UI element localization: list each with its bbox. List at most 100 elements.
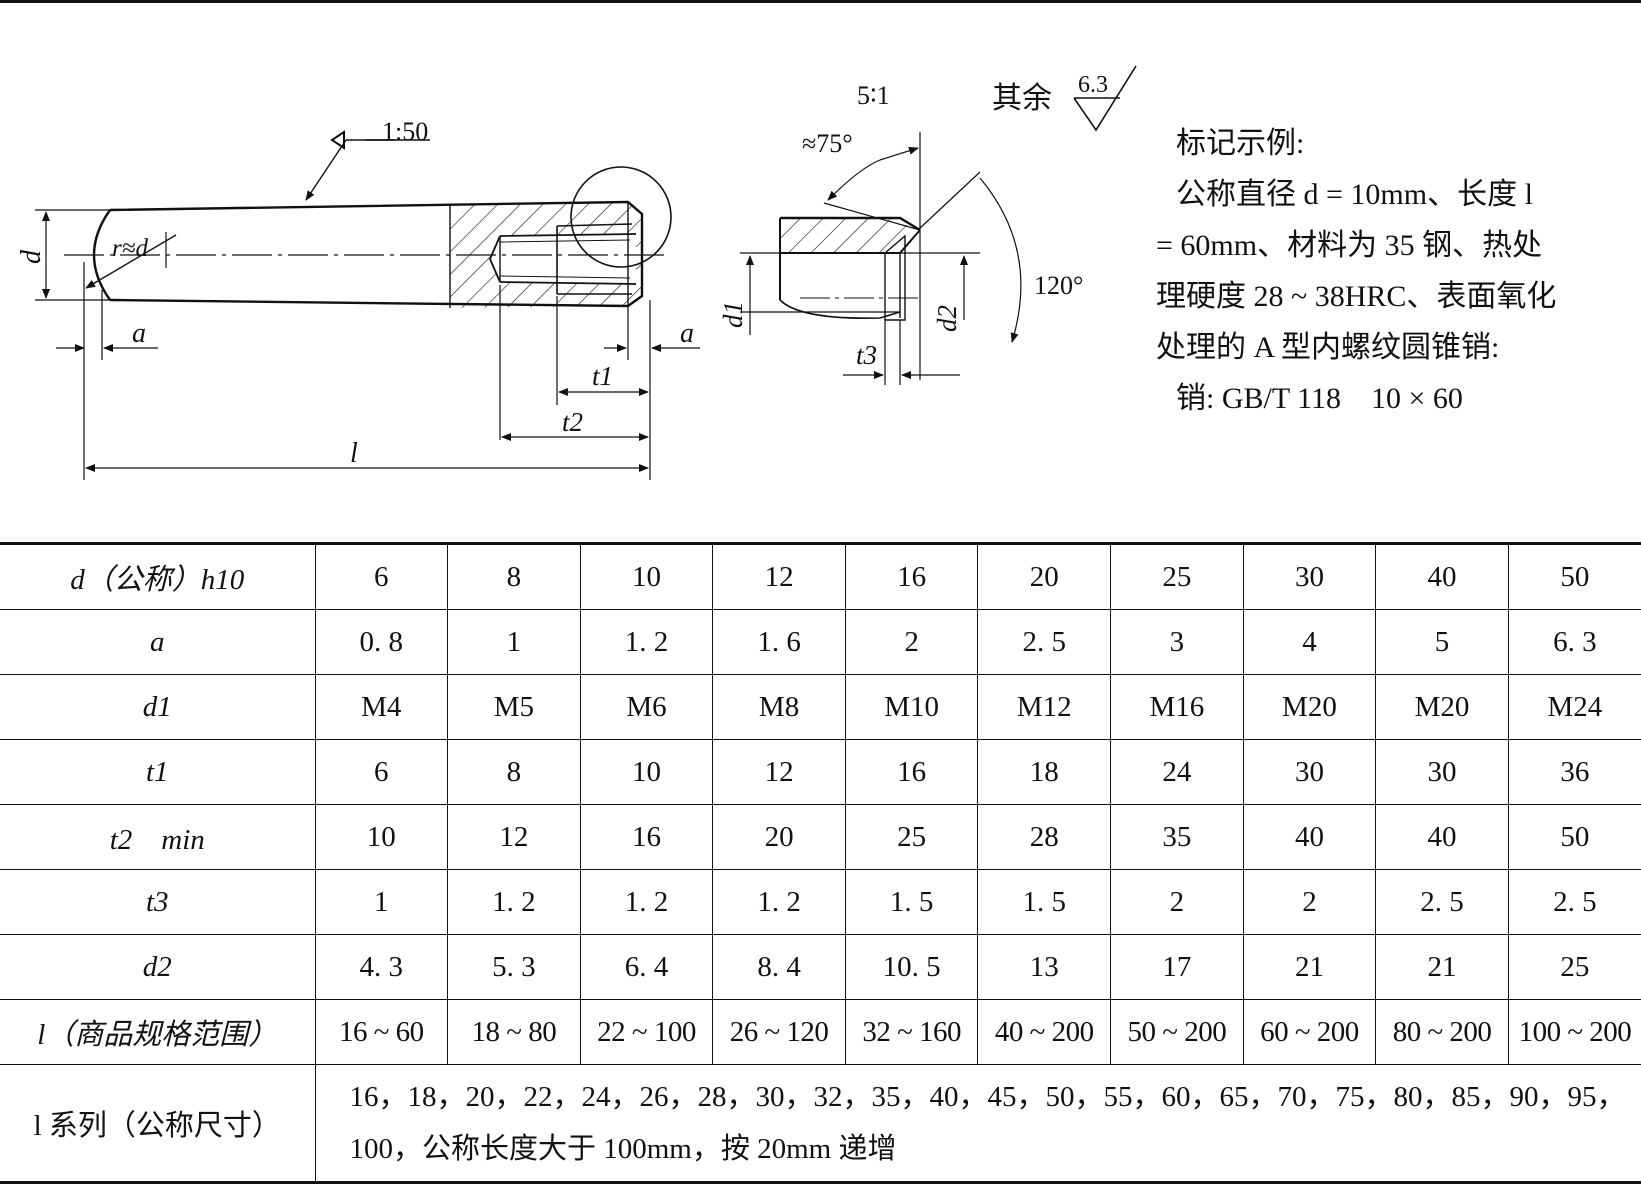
table-cell: 0. 8 <box>314 609 449 675</box>
table-row: t3 1 1. 2 1. 2 1. 2 1. 5 1. 5 2 2 2. 5 2… <box>0 869 1641 935</box>
dim-a-right-label: a <box>680 318 694 349</box>
row-label: d（公称）h10 <box>0 542 316 610</box>
table-row: t1 6 8 10 12 16 18 24 30 30 36 <box>0 739 1641 805</box>
table-cell: M24 <box>1507 674 1641 740</box>
row-label: t2 min <box>0 804 316 870</box>
table-cell: 10 <box>579 542 714 610</box>
table-cell: 30 <box>1242 542 1377 610</box>
table-row: a 0. 8 1 1. 2 1. 6 2 2. 5 3 4 5 6. 3 <box>0 609 1641 675</box>
table-cell: 16 ~ 60 <box>314 999 449 1065</box>
row-label: d2 <box>0 934 316 1000</box>
table-cell: M6 <box>579 674 714 740</box>
table-cell: 12 <box>712 739 846 805</box>
note-title: 标记示例: <box>1176 127 1305 160</box>
table-cell: 10. 5 <box>844 934 979 1000</box>
pin-main-view-labels: 1:50 r≈d d a a t1 t2 l <box>16 117 694 469</box>
table-cell: 8 <box>447 739 581 805</box>
note-line-2: = 60mm、材料为 35 钢、热处 <box>1156 229 1543 262</box>
table-cell: 21 <box>1375 934 1509 1000</box>
table-cell: 80 ~ 200 <box>1375 999 1509 1065</box>
table-cell: 20 <box>712 804 846 870</box>
table-cell: M4 <box>314 674 449 740</box>
marking-example: 标记示例: 公称直径 d = 10mm、长度 l = 60mm、材料为 35 钢… <box>1156 118 1626 424</box>
table-cell: 28 <box>977 804 1112 870</box>
note-line-1: 公称直径 d = 10mm、长度 l <box>1176 178 1533 211</box>
table-cell: 12 <box>712 542 846 610</box>
roughness-symbol: 其余 6.3 <box>992 65 1137 132</box>
table-cell: 1. 5 <box>977 869 1112 935</box>
dim-d-label: d <box>16 249 47 264</box>
table-cell: 17 <box>1110 934 1244 1000</box>
table-cell: 22 ~ 100 <box>579 999 714 1065</box>
row-label: l 系列（公称尺寸） <box>0 1064 316 1184</box>
table-cell: M20 <box>1375 674 1509 740</box>
rest-label: 其余 <box>992 82 1052 115</box>
table-cell: 25 <box>844 804 979 870</box>
dim-t1-label: t1 <box>592 361 613 391</box>
table-cell: 1. 2 <box>712 869 846 935</box>
row-label: a <box>0 609 316 675</box>
table-cell: 24 <box>1110 739 1244 805</box>
table-cell: 2. 5 <box>1375 869 1509 935</box>
table-cell: 4 <box>1242 609 1377 675</box>
scale-label: 5∶1 <box>857 81 890 110</box>
table-cell: 1 <box>314 869 449 935</box>
table-cell: 5. 3 <box>447 934 581 1000</box>
table-cell: 30 <box>1242 739 1377 805</box>
detail-view-labels: 5∶1 ≈75° 120° d1 d2 t3 <box>718 81 1083 370</box>
table-cell: M12 <box>977 674 1112 740</box>
table-cell: 3 <box>1110 609 1244 675</box>
table-cell: 1. 5 <box>844 869 979 935</box>
table-cell: 36 <box>1507 739 1641 805</box>
technical-drawing: 1:50 r≈d d a a t1 t2 l <box>16 65 1137 480</box>
table-cell: 1. 2 <box>579 609 714 675</box>
table-cell: M8 <box>712 674 846 740</box>
dim-t3-label: t3 <box>856 340 877 370</box>
radius-label: r≈d <box>112 235 148 262</box>
table-cell: 60 ~ 200 <box>1242 999 1377 1065</box>
table-cell: 1. 2 <box>579 869 714 935</box>
dim-l-label: l <box>350 438 358 469</box>
table-cell: 2 <box>844 609 979 675</box>
table-cell: M16 <box>1110 674 1244 740</box>
row-label: l（商品规格范围） <box>0 999 316 1065</box>
table-cell: 20 <box>977 542 1112 610</box>
dim-d2-label: d2 <box>932 305 962 332</box>
spec-table: d（公称）h10 6 8 10 12 16 20 25 30 40 50 a 0… <box>0 542 1641 1184</box>
table-cell: 10 <box>579 739 714 805</box>
table-cell: 2 <box>1110 869 1244 935</box>
table-cell: M20 <box>1242 674 1377 740</box>
top-rule <box>0 0 1641 3</box>
row-label: t3 <box>0 869 316 935</box>
table-row: l 系列（公称尺寸） 16，18，20，22，24，26，28，30，32，35… <box>0 1064 1641 1184</box>
table-cell: 16 <box>579 804 714 870</box>
table-row: d（公称）h10 6 8 10 12 16 20 25 30 40 50 <box>0 542 1641 610</box>
roughness-value: 6.3 <box>1078 72 1108 98</box>
table-cell: 6. 4 <box>579 934 714 1000</box>
dim-d1-label: d1 <box>718 301 748 328</box>
table-cell: 1. 6 <box>712 609 846 675</box>
dim-a-left-label: a <box>132 318 146 349</box>
table-cell: 50 <box>1507 542 1641 610</box>
table-cell: 50 ~ 200 <box>1110 999 1244 1065</box>
table-cell: 6 <box>314 739 449 805</box>
table-cell: 6. 3 <box>1507 609 1641 675</box>
dim-t2-label: t2 <box>562 407 583 437</box>
angle-120-label: 120° <box>1034 271 1083 300</box>
table-cell: M5 <box>447 674 581 740</box>
table-row: t2 min 10 12 16 20 25 28 35 40 40 50 <box>0 804 1641 870</box>
note-line-3: 理硬度 28 ~ 38HRC、表面氧化 <box>1156 280 1557 313</box>
table-cell: 4. 3 <box>314 934 449 1000</box>
table-cell: 100 ~ 200 <box>1507 999 1641 1065</box>
table-cell: 35 <box>1110 804 1244 870</box>
detail-view <box>740 132 1022 385</box>
table-cell: 6 <box>314 542 449 610</box>
table-cell: 32 ~ 160 <box>844 999 979 1065</box>
row-label: t1 <box>0 739 316 805</box>
table-cell: 8 <box>447 542 581 610</box>
table-cell: 16 <box>844 542 979 610</box>
table-cell: 40 <box>1242 804 1377 870</box>
table-cell: 25 <box>1110 542 1244 610</box>
table-cell: 30 <box>1375 739 1509 805</box>
table-cell: M10 <box>844 674 979 740</box>
